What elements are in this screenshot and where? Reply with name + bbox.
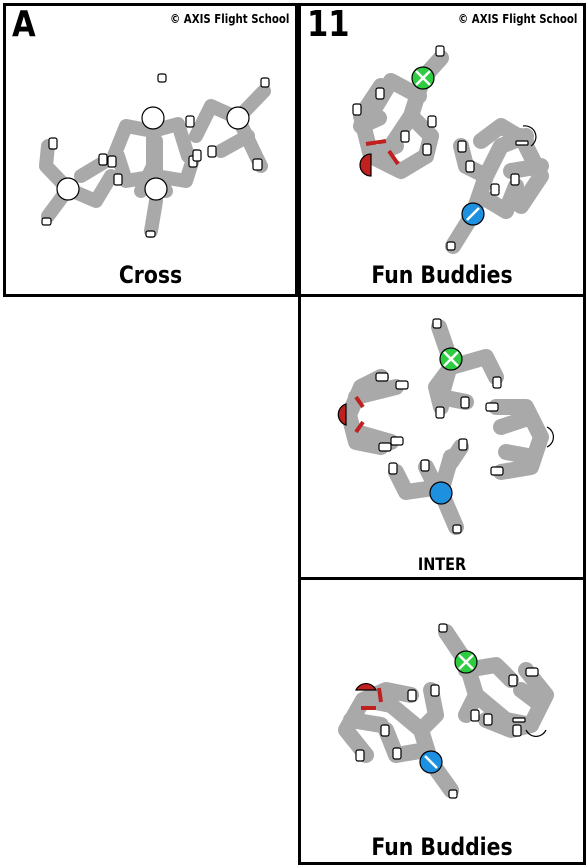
panel-inter: INTER bbox=[298, 294, 586, 580]
panel-caption: Cross bbox=[118, 261, 183, 289]
panel-caption: INTER bbox=[417, 555, 467, 575]
inter-formation-diagram bbox=[337, 318, 555, 535]
panel-id: A bbox=[12, 4, 36, 45]
copyright-label: © AXIS Flight School bbox=[457, 12, 577, 26]
fun-buddies-formation-diagram bbox=[352, 45, 549, 254]
copyright-label: © AXIS Flight School bbox=[169, 12, 289, 26]
fun-buddies-bottom-formation-diagram bbox=[338, 623, 554, 799]
panel-caption: Fun Buddies bbox=[371, 261, 513, 289]
helmet-icon bbox=[144, 177, 168, 201]
helmet-icon bbox=[56, 177, 80, 201]
cross-formation-diagram bbox=[39, 73, 271, 238]
panel-a: A © AXIS Flight School bbox=[3, 3, 298, 297]
panel-id: 11 bbox=[307, 4, 350, 45]
helmet-icon bbox=[429, 481, 453, 505]
helmet-icon bbox=[141, 106, 165, 130]
panel-caption: Fun Buddies bbox=[371, 833, 513, 861]
panel-11: 11 © AXIS Flight School bbox=[298, 3, 586, 297]
helmet-icon bbox=[226, 106, 250, 130]
panel-fun-buddies-bottom: Fun Buddies bbox=[298, 577, 586, 865]
